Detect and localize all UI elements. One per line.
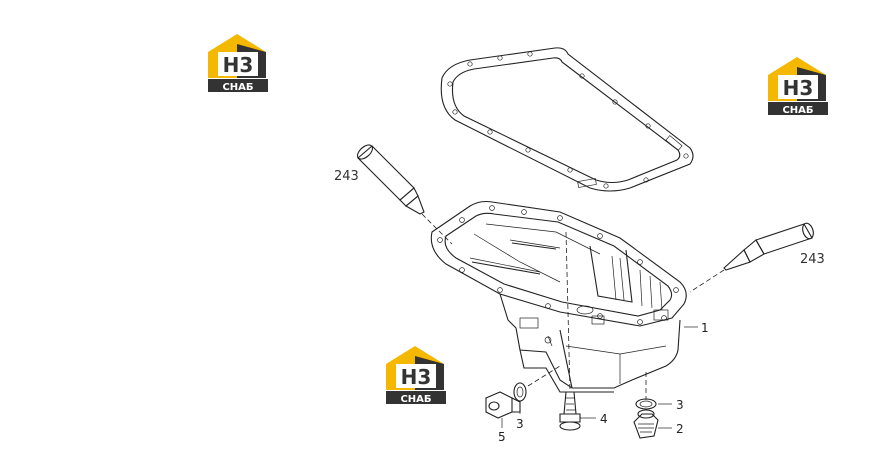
leader-lines <box>501 326 698 429</box>
logo-top-text: H3 <box>223 53 254 77</box>
logo-bottom-text: СНАБ <box>400 394 431 405</box>
brand-logo: H3 СНАБ <box>386 346 446 405</box>
bolt <box>559 231 581 431</box>
oil-pan-gasket <box>440 47 694 192</box>
callout-washer-left: 3 <box>516 417 524 431</box>
callout-bolt: 4 <box>600 412 608 426</box>
sealant-tube-left <box>356 144 453 245</box>
callout-oil-pan: 1 <box>701 321 709 335</box>
drain-plug <box>633 372 659 439</box>
oil-pan <box>430 200 687 393</box>
callout-washer-right: 3 <box>676 398 684 412</box>
callout-plug-left: 5 <box>498 430 506 444</box>
brand-logo: H3 СНАБ <box>768 57 828 116</box>
brand-logo: H3 СНАБ <box>208 34 268 93</box>
callout-drain-plug: 2 <box>676 422 684 436</box>
sealant-tube-right <box>689 222 814 293</box>
callout-tube-left: 243 <box>334 169 359 184</box>
logo-bottom-text: СНАБ <box>782 105 813 116</box>
logo-top-text: H3 <box>783 76 814 100</box>
logo-top-text: H3 <box>401 365 432 389</box>
washer-left <box>513 365 561 402</box>
washer-right <box>635 398 657 410</box>
logo-bottom-text: СНАБ <box>222 82 253 93</box>
callout-tube-right: 243 <box>800 252 825 267</box>
